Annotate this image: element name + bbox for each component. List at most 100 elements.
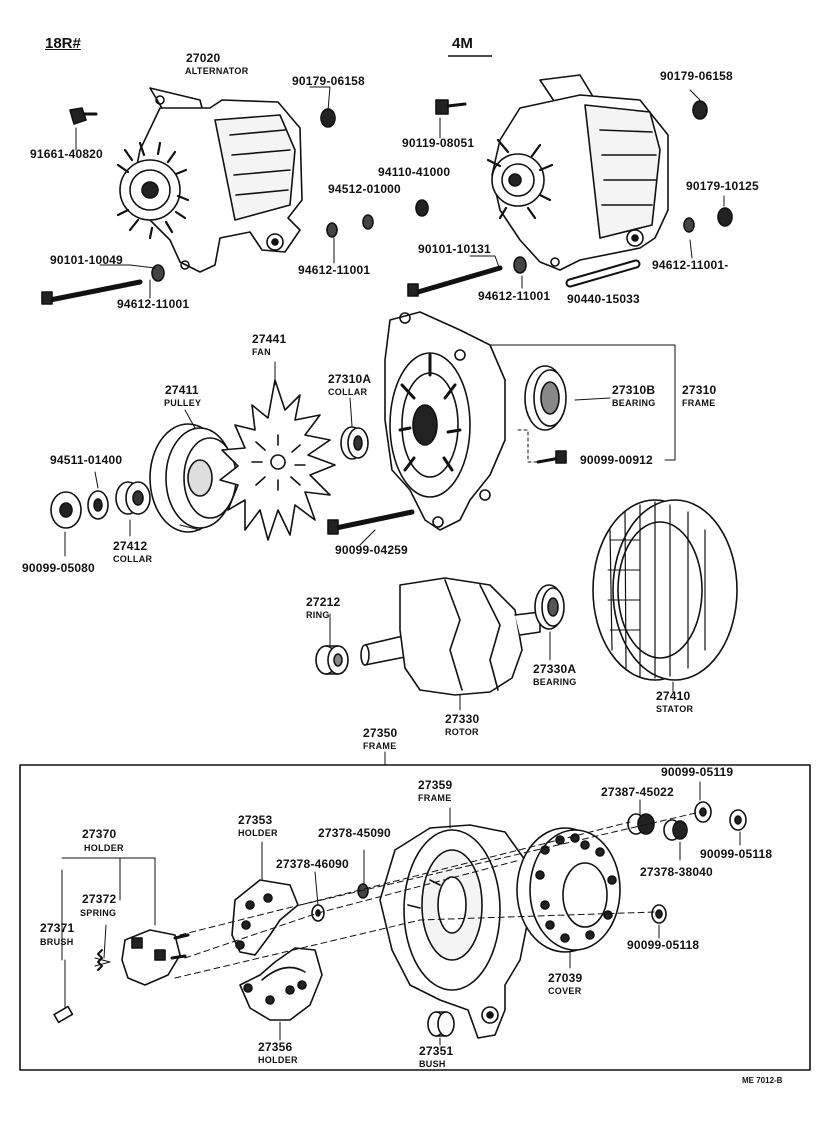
label-alternator: ALTERNATOR [185,66,249,76]
label-stator: STATOR [656,704,694,714]
bolt-91661-40820-icon [69,107,87,125]
label-90101-10049: 90101-10049 [50,253,123,267]
frame-27350-group-box [19,764,811,1071]
label-94110-41000: 94110-41000 [378,165,451,179]
label-90119-08051: 90119-08051 [402,136,475,150]
brush-27371-icon [53,1005,74,1024]
label-94612-11001-d: 94612-11001 [478,289,551,303]
label-27020: 27020 [186,51,221,65]
rotor-27330-drawing [360,577,541,696]
brush-holder-27370-drawing [121,929,190,986]
washer-94612-11001-b-icon [151,264,165,282]
bearing-27330a-drawing [534,584,565,630]
label-27387-45022: 27387-45022 [601,785,674,799]
label-90099-05118-b: 90099-05118 [627,938,700,952]
label-pulley: PULLEY [164,398,202,408]
holder-27356-drawing [239,947,323,1021]
label-27378-45090: 27378-45090 [318,826,391,840]
label-holder-27356: HOLDER [258,1055,298,1065]
label-27330: 27330 [445,712,480,726]
label-frame-27310: FRAME [682,398,716,408]
label-27371: 27371 [40,921,75,935]
label-90099-00912: 90099-00912 [580,453,653,467]
washer-94612-11001-d-icon [513,256,527,274]
label-27350: 27350 [363,726,398,740]
label-90099-05118-a: 90099-05118 [700,847,773,861]
spring-27372-icon [97,949,103,971]
label-27378-38040: 27378-38040 [640,865,713,879]
label-27310: 27310 [682,383,717,397]
collar-27412-drawing [115,481,151,515]
bolt-90099-04259-icon [327,509,415,535]
stator-27410-drawing [592,499,738,681]
washer-94512-01000-icon [362,214,374,230]
frame-27310-drawing [384,311,506,531]
nut-90179-06158-left-icon [320,108,336,128]
label-27353: 27353 [238,813,273,827]
label-94612-11001-c: 94612-11001- [652,258,729,272]
holder-27353-drawing [231,879,299,956]
label-27356: 27356 [258,1040,293,1054]
label-rotor: ROTOR [445,727,479,737]
label-brush: BRUSH [40,937,74,947]
label-27372: 27372 [82,892,117,906]
label-27412: 27412 [113,539,148,553]
label-27039: 27039 [548,971,583,985]
long-bolt-90101-10049-icon [41,279,143,305]
fan-27441-drawing [219,379,336,541]
label-27310a: 27310A [328,372,372,386]
label-94612-11001-a: 94612-11001 [298,263,371,277]
label-90099-05119: 90099-05119 [661,765,734,779]
label-91661-40820: 91661-40820 [30,147,103,161]
label-spring: SPRING [80,908,117,918]
washer-94612-11001-c-icon [683,217,695,233]
label-27351: 27351 [419,1044,454,1058]
label-frame-27359: FRAME [418,793,452,803]
label-94511-01400: 94511-01400 [50,453,123,467]
label-cover: COVER [548,986,582,996]
bush-27351-drawing [427,1011,455,1037]
engine-header-18r: 18R# [45,35,81,52]
nut-90179-10125-icon [717,207,733,227]
washer-94612-11001-a-icon [326,222,338,238]
label-holder-27370: HOLDER [84,843,124,853]
terminal-27387-45022-icon [627,813,655,835]
label-27310b: 27310B [612,383,656,397]
label-collar-27412: COLLAR [113,554,153,564]
label-27212: 27212 [306,595,341,609]
label-fan: FAN [252,347,271,357]
long-bolt-90101-10131-icon [407,265,503,297]
label-bearing-27330a: BEARING [533,677,577,687]
header-4m-underline [448,55,492,57]
label-90440-15033: 90440-15033 [567,292,640,306]
frame-27359-drawing [379,824,531,1039]
collar-27310a-drawing [340,426,369,460]
label-90179-06158-left: 90179-06158 [292,74,365,88]
label-bush: BUSH [419,1059,446,1069]
bolt-90119-08051-icon [435,99,467,115]
label-27441: 27441 [252,332,287,346]
label-90099-04259: 90099-04259 [335,543,408,557]
bearing-27310b-drawing [524,365,567,431]
label-27359: 27359 [418,778,453,792]
figure-code: ME 7012-B [742,1076,783,1085]
label-bearing-27310b: BEARING [612,398,656,408]
label-holder-27353: HOLDER [238,828,278,838]
nut-90179-06158-right-icon [692,100,708,120]
cover-27039-drawing [516,827,621,953]
terminal-27378-38040-icon [663,819,688,841]
label-collar-27310a: COLLAR [328,387,368,397]
label-90099-05080: 90099-05080 [22,561,95,575]
label-frame-27350: FRAME [363,741,397,751]
label-94612-11001-b: 94612-11001 [117,297,190,311]
label-27411: 27411 [165,383,199,397]
label-90101-10131: 90101-10131 [418,242,491,256]
label-27410: 27410 [656,689,691,703]
label-27370: 27370 [82,827,117,841]
label-27378-46090: 27378-46090 [276,857,349,871]
label-90179-06158-right: 90179-06158 [660,69,733,83]
ring-27212-drawing [315,645,349,675]
label-90179-10125: 90179-10125 [686,179,759,193]
